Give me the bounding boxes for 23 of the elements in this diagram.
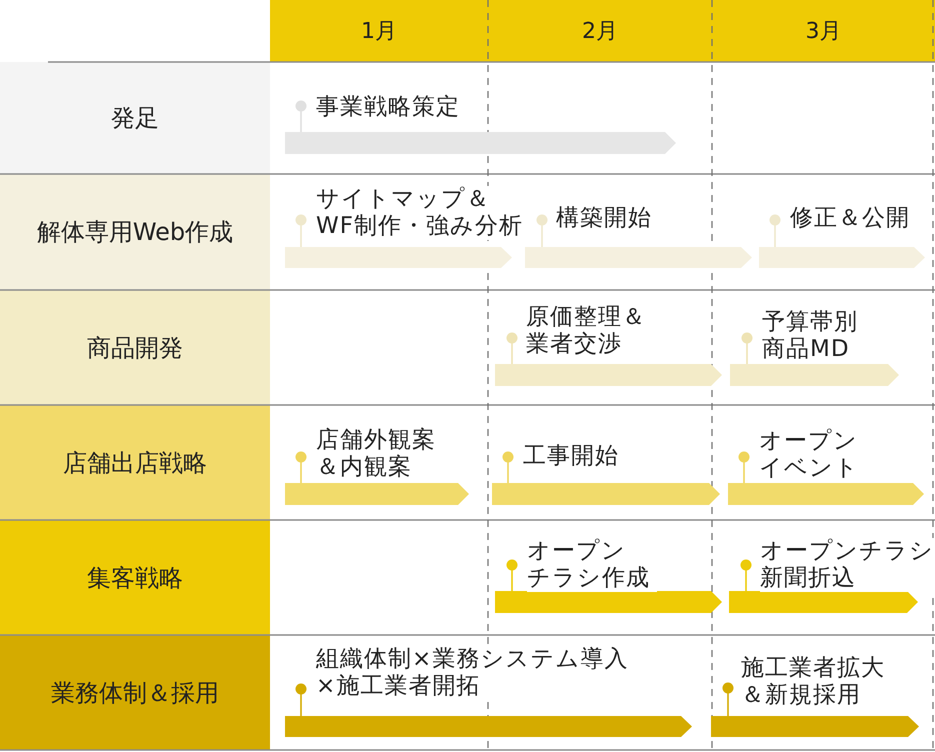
month-header: 3月 [712, 0, 935, 62]
timeline-bar [285, 132, 676, 154]
timeline-bar [730, 364, 899, 386]
row-header: 集客戦略 [0, 520, 270, 635]
timeline-bar [285, 716, 692, 737]
row-header: 解体専用Web作成 [0, 174, 270, 290]
task-label: オープンチラシ作成 [527, 538, 657, 592]
task-label: オープンチラシ新聞折込 [760, 538, 935, 592]
month-header: 1月 [270, 0, 488, 62]
row-header: 商品開発 [0, 290, 270, 405]
timeline-bar [285, 247, 512, 268]
timeline-bar [492, 483, 720, 505]
timeline-bar [728, 483, 924, 505]
timeline-bar [285, 483, 469, 505]
timeline-bar [711, 716, 919, 737]
timeline-bar [495, 364, 722, 386]
month-header: 2月 [488, 0, 712, 62]
row-header: 店舗出店戦略 [0, 405, 270, 520]
row-header: 業務体制＆採用 [0, 635, 270, 750]
row-header: 発足 [0, 62, 270, 174]
timeline-bar [525, 247, 752, 268]
timeline-bar [759, 247, 925, 268]
timeline-bar [495, 591, 722, 613]
